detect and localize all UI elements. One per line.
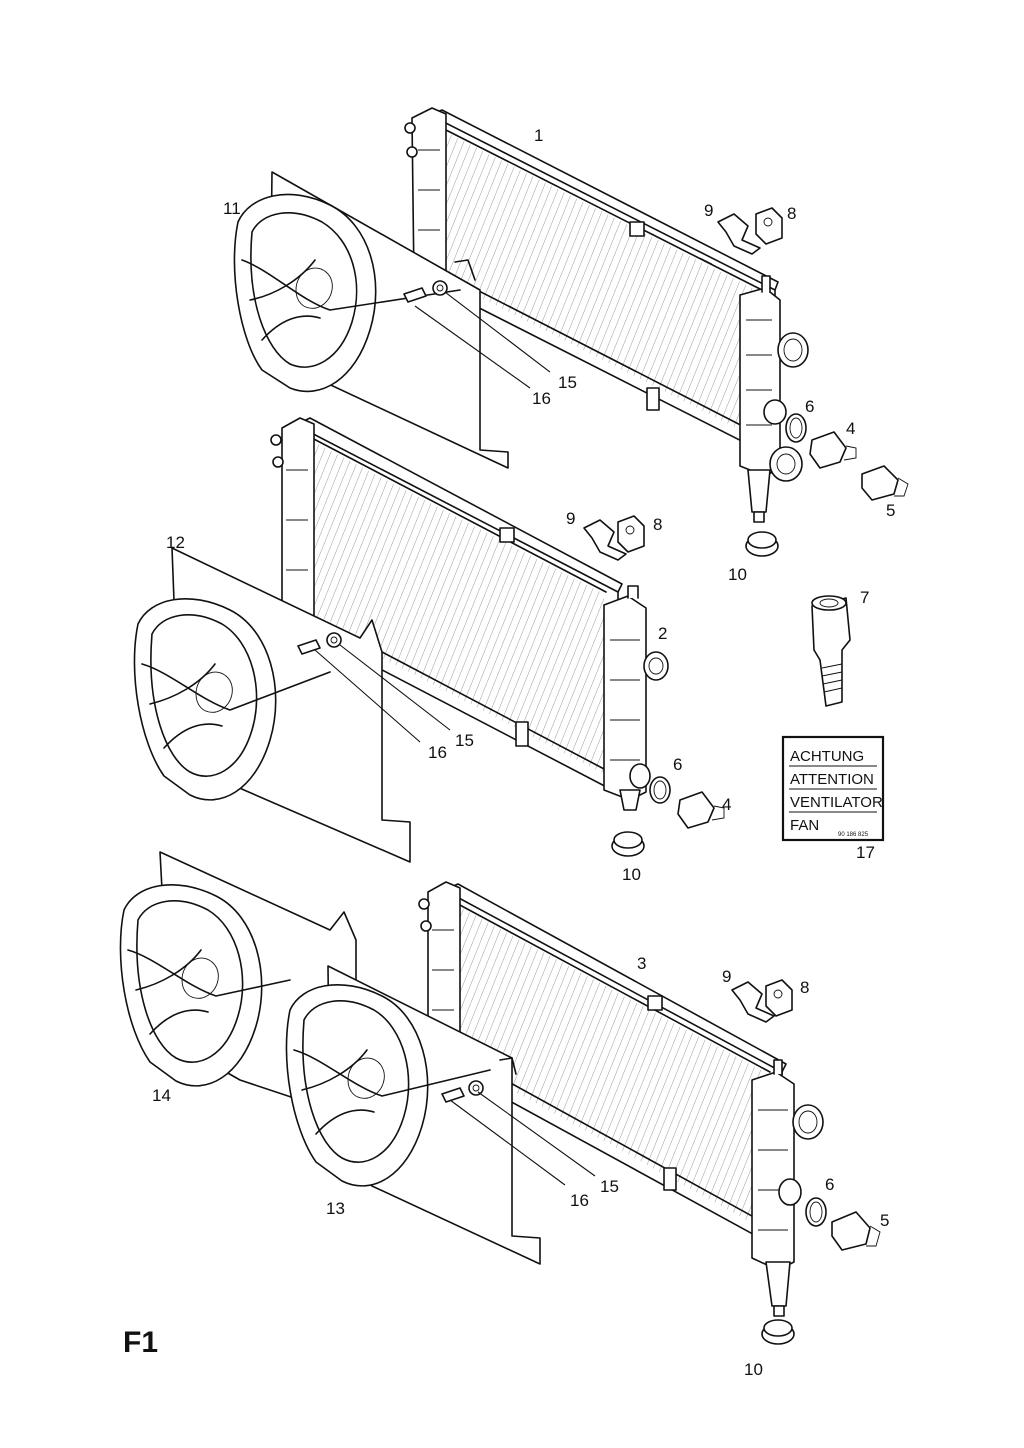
callout-4b: 4 [722,795,731,814]
callout-10a: 10 [728,565,747,584]
callout-9c: 9 [722,967,731,986]
fan-shroud-14 [119,851,357,1101]
callout-15b: 15 [455,731,474,750]
warning-line-1: ACHTUNG [790,748,864,765]
warning-line-2: ATTENTION [790,771,874,788]
temperature-switch-4b [677,791,725,829]
page-code: F1 [123,1326,158,1359]
temperature-sensor-5a [861,465,909,501]
rubber-mount-8b [617,515,645,553]
leader-lines [314,291,596,1186]
callout-16a: 16 [532,389,551,408]
callout-15a: 15 [558,373,577,392]
callout-1: 1 [534,126,543,145]
seal-ring-6c [805,1197,827,1227]
callout-11: 11 [223,199,241,218]
warning-line-4: FAN [790,817,819,834]
callout-6a: 6 [805,397,814,416]
radiator-1 [404,107,809,523]
callout-9b: 9 [566,509,575,528]
bracket-clip-9b [583,519,627,561]
callout-7: 7 [860,588,869,607]
callout-6b: 6 [673,755,682,774]
seal-ring-6b [649,776,671,804]
callout-17: 17 [856,843,875,862]
rubber-mount-8c [765,979,793,1017]
callout-8a: 8 [787,204,796,223]
callout-2: 2 [658,624,667,643]
rubber-mount-8a [755,207,783,245]
callout-12: 12 [166,533,185,552]
grommet-10c [761,1319,795,1345]
grommet-10a [745,531,779,557]
callout-15c: 15 [600,1177,619,1196]
warning-label-17: ACHTUNG ATTENTION VENTILATOR FAN 90 186 … [781,735,885,842]
callout-10b: 10 [622,865,641,884]
adapter-7 [811,595,851,707]
warning-line-3: VENTILATOR [790,794,883,811]
temperature-sensor-5b [831,1211,881,1251]
bracket-clip-9c [731,981,775,1023]
fan-shroud-13 [285,965,541,1265]
callout-13: 13 [326,1199,345,1218]
callout-3: 3 [637,954,646,973]
callout-4a: 4 [846,419,855,438]
callout-14: 14 [152,1086,171,1105]
bracket-clip-9a [717,213,761,255]
callout-16b: 16 [428,743,447,762]
radiator-2 [270,417,669,811]
seal-ring-6a [785,413,807,443]
callout-8c: 8 [800,978,809,997]
callout-5a: 5 [886,501,895,520]
temperature-switch-4a [809,431,857,469]
fan-shroud-11 [233,171,509,469]
callout-labels: 1 2 3 4 4 5 5 6 6 6 7 8 8 8 9 9 9 10 10 … [152,126,895,1379]
callout-8b: 8 [653,515,662,534]
callout-16c: 16 [570,1191,589,1210]
callout-5b: 5 [880,1211,889,1230]
warning-part-number: 90 186 825 [838,832,869,838]
grommet-10b [611,831,645,857]
fan-shroud-12 [133,547,411,863]
callout-10c: 10 [744,1360,763,1379]
callout-9a: 9 [704,201,713,220]
callout-6c: 6 [825,1175,834,1194]
